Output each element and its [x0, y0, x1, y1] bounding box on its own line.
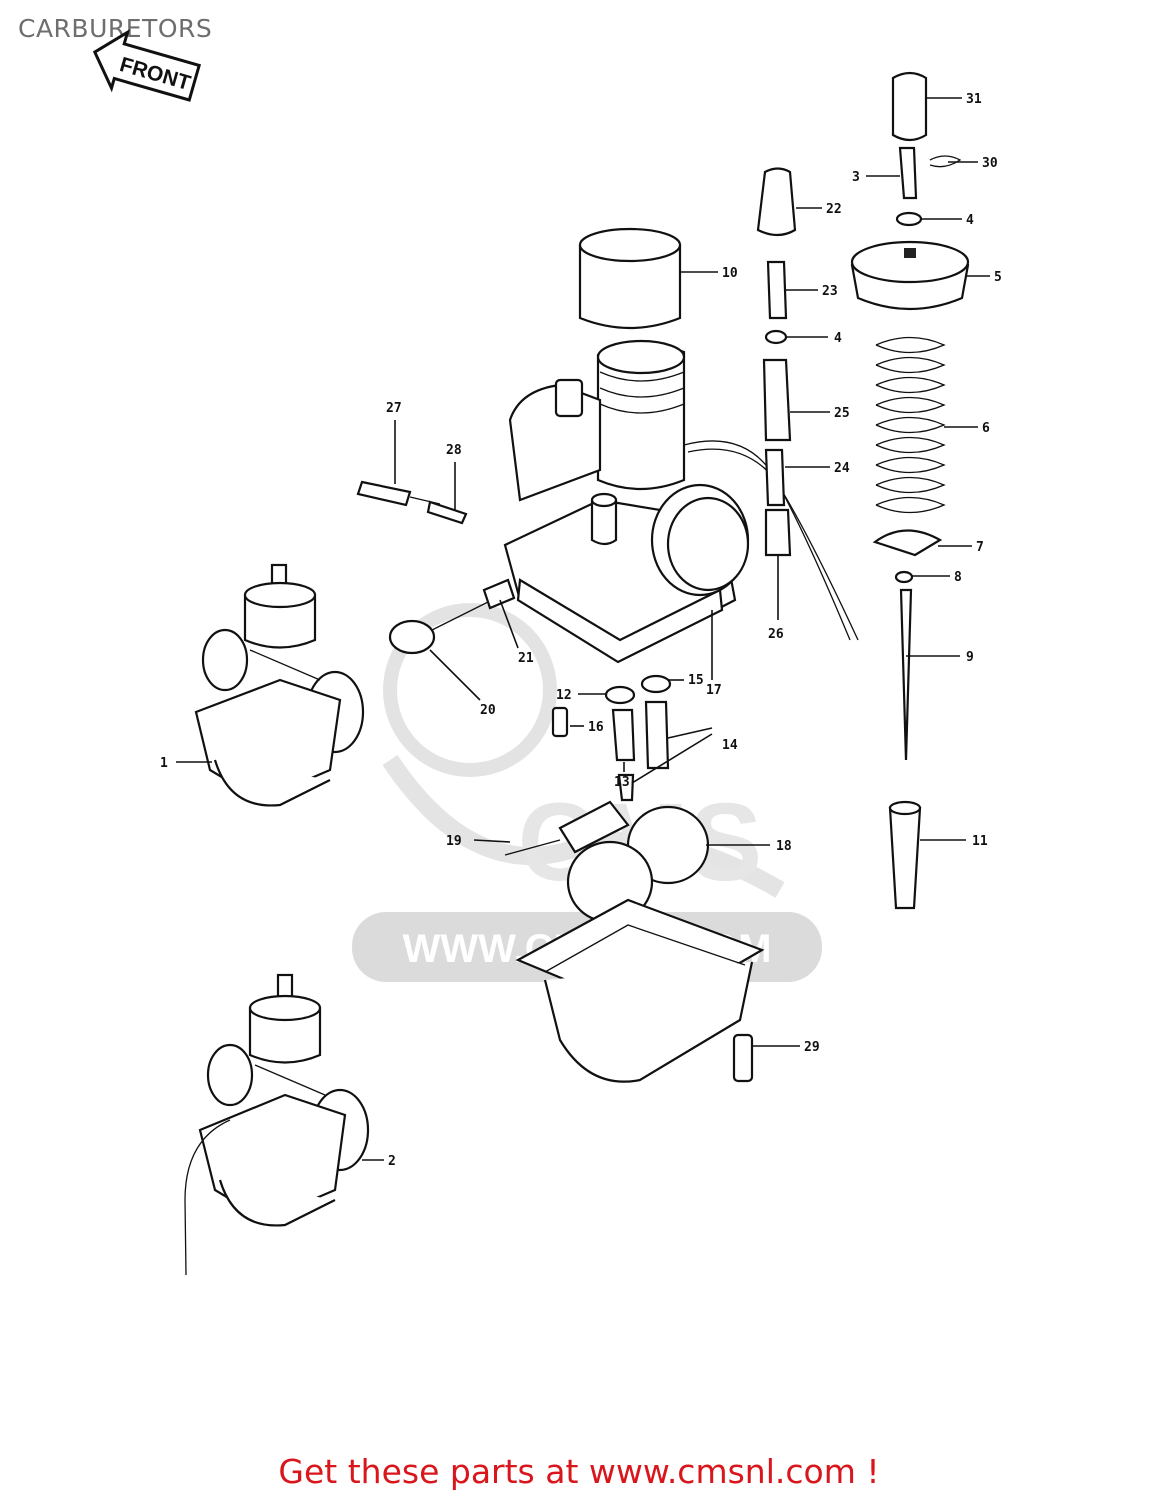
- callout-9: 9: [966, 650, 974, 665]
- callout-22: 22: [826, 202, 842, 217]
- callout-20: 20: [480, 703, 496, 718]
- callout-19: 19: [446, 834, 462, 849]
- throttle-stop-screw: [388, 578, 516, 655]
- callout-15: 15: [688, 673, 704, 688]
- callout-21: 21: [518, 651, 534, 666]
- cap-assembly: [850, 71, 970, 311]
- callout-labels: 31 30 3 22 4 10 5 23 4 25 6 27 28 24 7 8…: [160, 92, 1002, 1169]
- callout-4-lower: 4: [834, 331, 842, 346]
- leader-lines: [176, 97, 990, 1161]
- callout-30: 30: [982, 156, 998, 171]
- float-assembly: [504, 800, 710, 924]
- pilot-screws: [356, 480, 468, 525]
- needle-jet: [888, 800, 922, 910]
- callout-6: 6: [982, 421, 990, 436]
- carburetor-assembly-1: [194, 563, 365, 807]
- mid-column-parts: [756, 167, 797, 557]
- callout-2: 2: [388, 1154, 396, 1169]
- diagram-title: CARBURETORS: [18, 14, 213, 43]
- callout-4-upper: 4: [966, 213, 974, 228]
- callout-1: 1: [160, 756, 168, 771]
- callout-5: 5: [994, 270, 1002, 285]
- callout-24: 24: [834, 461, 850, 476]
- carburetor-assembly-2: [184, 973, 370, 1276]
- small-jets: [551, 674, 672, 802]
- float-bowl: [515, 898, 765, 1083]
- callout-17: 17: [706, 683, 722, 698]
- callout-26: 26: [768, 627, 784, 642]
- carburetor-body: [503, 227, 859, 664]
- callout-10: 10: [722, 266, 738, 281]
- callout-28: 28: [446, 443, 462, 458]
- callout-31: 31: [966, 92, 982, 107]
- front-arrow-icon: FRONT: [92, 29, 202, 102]
- callout-29: 29: [804, 1040, 820, 1055]
- spring: [872, 336, 946, 761]
- callout-14: 14: [722, 738, 738, 753]
- callout-13: 13: [614, 775, 630, 790]
- callout-27: 27: [386, 401, 402, 416]
- callout-3: 3: [852, 170, 860, 185]
- callout-12: 12: [556, 688, 572, 703]
- cta-link-text[interactable]: Get these parts at www.cmsnl.com !: [278, 1452, 880, 1491]
- callout-8: 8: [954, 570, 962, 585]
- callout-7: 7: [976, 540, 984, 555]
- callout-11: 11: [972, 834, 988, 849]
- callout-16: 16: [588, 720, 604, 735]
- callout-23: 23: [822, 284, 838, 299]
- callout-25: 25: [834, 406, 850, 421]
- callout-18: 18: [776, 839, 792, 854]
